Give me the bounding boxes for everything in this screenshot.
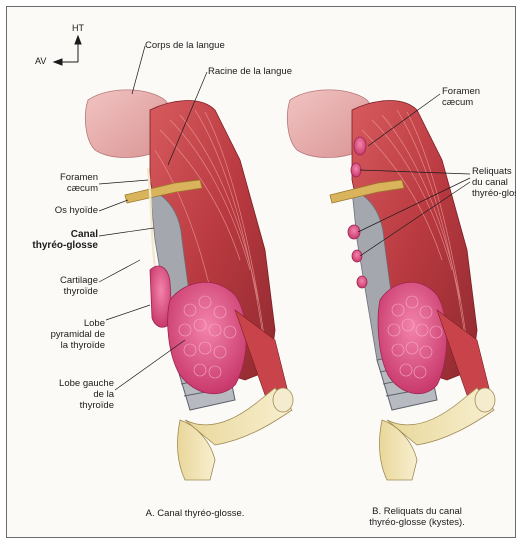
label-lobe-gauche: Lobe gauche de la thyroïde [20,378,114,411]
caption-panel-a: A. Canal thyréo-glosse. [120,508,270,519]
orientation-forward-label: AV [35,56,46,66]
label-cartilage-thyroide: Cartilage thyroïde [20,275,98,297]
label-corps-langue: Corps de la langue [145,40,225,51]
label-foramen-caecum-b: Foramen cæcum [442,86,480,108]
label-reliquats: Reliquats du canal thyréo-glosse [472,166,516,199]
caption-panel-b: B. Reliquats du canal thyréo-glosse (kys… [352,506,482,528]
label-canal-thyreo-glosse: Canal thyréo-glosse [8,229,98,251]
orientation-arrows [54,36,81,65]
panel-b-illustration [287,90,495,480]
label-racine-langue: Racine de la langue [208,66,292,77]
label-foramen-caecum-a: Foramen cæcum [30,172,98,194]
label-os-hyoide: Os hyoïde [20,205,98,216]
thyroid-left-lobe-a [168,282,247,393]
panel-a-illustration [85,90,293,480]
label-lobe-pyramidal: Lobe pyramidal de la thyroïde [20,318,105,351]
orientation-up-label: HT [72,23,84,33]
